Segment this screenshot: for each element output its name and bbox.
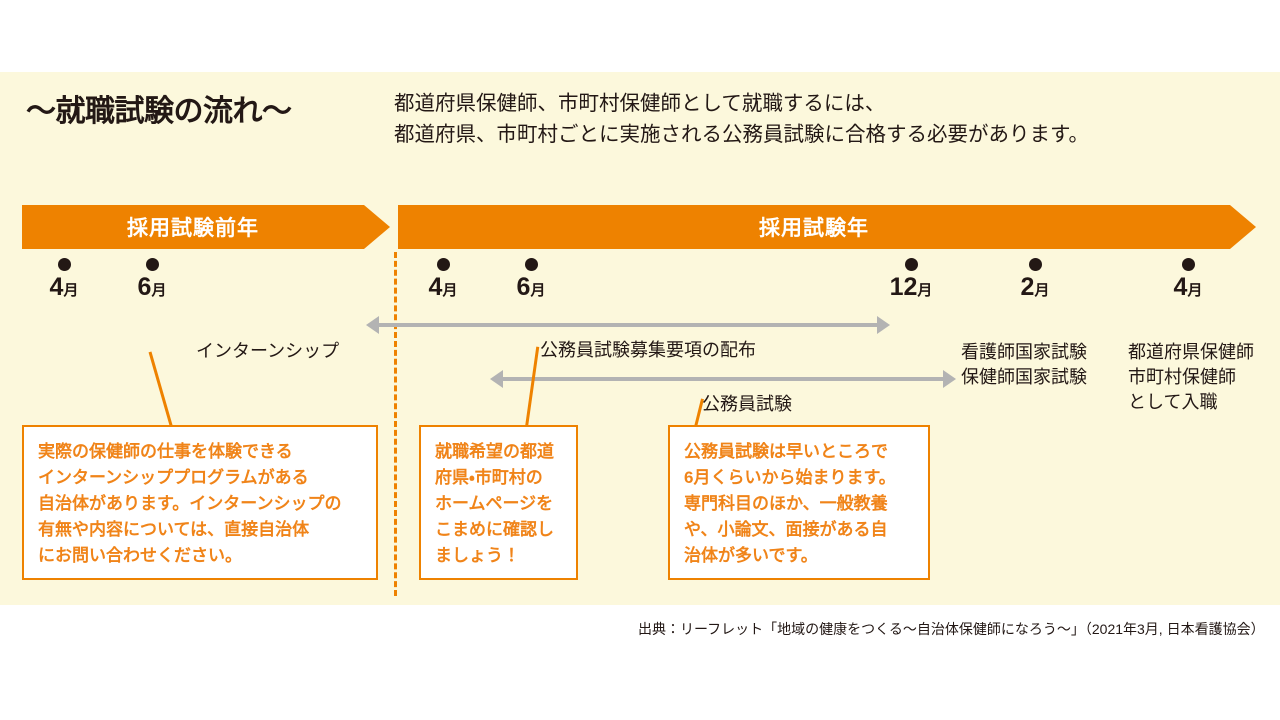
- month-suffix: 月: [151, 282, 167, 299]
- source-citation: 出典：リーフレット「地域の健康をつくる〜自治体保健師になろう〜」（2021年3月…: [638, 621, 1265, 637]
- month-dot-icon: [436, 258, 450, 271]
- month-label: 2月: [1003, 275, 1067, 300]
- page-title: 〜就職試験の流れ〜: [26, 95, 292, 128]
- month-tick-3: 6月: [499, 258, 563, 300]
- callout-line-2: 6月くらいから始まります。: [684, 468, 896, 487]
- year-divider-dashed-line: [394, 252, 397, 596]
- callout-line-1: 実際の保健師の仕事を体験できる: [38, 442, 293, 461]
- month-tick-6: 4月: [1156, 258, 1220, 300]
- month-dot-icon: [57, 258, 71, 271]
- arrow-shaft: [501, 377, 945, 381]
- month-label: 12月: [879, 275, 943, 300]
- callout-line-3: 自治体があります。インターンシップの: [38, 494, 342, 513]
- note-line-1: 都道府県保健師: [1128, 342, 1254, 362]
- month-suffix: 月: [1034, 282, 1050, 299]
- month-label: 4月: [1156, 275, 1220, 300]
- month-dot-icon: [904, 258, 918, 271]
- callout-check-homepage: 就職希望の都道 府県・市町村の ホームページを こまめに確認し ましょう！: [419, 425, 578, 580]
- arrow-shaft: [377, 323, 879, 327]
- range-label-civil-service-exam: 公務員試験: [702, 394, 792, 414]
- callout-line-1: 公務員試験は早いところで: [684, 442, 888, 461]
- month-suffix: 月: [1187, 282, 1203, 299]
- month-dot-icon: [145, 258, 159, 271]
- range-arrow-civil-service-exam: [490, 368, 956, 390]
- month-number: 6: [137, 273, 152, 301]
- callout-line-2: インターンシッププログラムがある: [38, 468, 309, 487]
- phase-bar-label: 採用試験前年: [127, 217, 259, 240]
- month-number: 4: [1173, 273, 1188, 301]
- month-tick-1: 6月: [120, 258, 184, 300]
- month-suffix: 月: [917, 282, 933, 299]
- month-suffix: 月: [63, 282, 79, 299]
- callout-line-5: 治体が多いです。: [684, 546, 818, 565]
- month-number: 2: [1020, 273, 1035, 301]
- month-tick-2: 4月: [411, 258, 475, 300]
- arrow-head-right-icon: [877, 316, 890, 334]
- callout-line-1: 就職希望の都道: [435, 442, 554, 461]
- month-tick-4: 12月: [879, 258, 943, 300]
- callout-internship: 実際の保健師の仕事を体験できる インターンシッププログラムがある 自治体がありま…: [22, 425, 378, 580]
- header-description-line-2: 都道府県、市町村ごとに実施される公務員試験に合格する必要があります。: [394, 123, 1089, 146]
- month-label: 6月: [499, 275, 563, 300]
- note-line-2: 保健師国家試験: [961, 367, 1087, 387]
- month-suffix: 月: [530, 282, 546, 299]
- range-label-application-distribution: 公務員試験募集要項の配布: [540, 340, 756, 360]
- arrow-head-left-icon: [366, 316, 379, 334]
- month-dot-icon: [1181, 258, 1195, 271]
- month-dot-icon: [1028, 258, 1042, 271]
- callout-line-5: にお問い合わせください。: [38, 546, 242, 565]
- month-suffix: 月: [442, 282, 458, 299]
- phase-bar-pre-exam-year: 採用試験前年: [22, 205, 390, 249]
- callout-line-4: 有無や内容については、直接自治体: [38, 520, 310, 539]
- note-line-2: 市町村保健師: [1128, 367, 1236, 387]
- month-label: 4月: [32, 275, 96, 300]
- month-number: 4: [428, 273, 443, 301]
- note-line-1: 看護師国家試験: [961, 342, 1087, 362]
- range-arrow-application-distribution: [366, 314, 890, 336]
- callout-line-3: ホームページを: [435, 494, 554, 513]
- header-description-line-1: 都道府県保健師、市町村保健師として就職するには、: [394, 92, 886, 115]
- month-tick-0: 4月: [32, 258, 96, 300]
- arrow-head-right-icon: [943, 370, 956, 388]
- callout-line-5: ましょう！: [435, 546, 520, 565]
- note-label-national-exams: 看護師国家試験 保健師国家試験: [961, 340, 1087, 390]
- phase-bar-exam-year: 採用試験年: [398, 205, 1256, 249]
- phase-bar-label: 採用試験年: [759, 217, 869, 240]
- callout-line-3: 専門科目のほか、一般教養: [684, 494, 888, 513]
- month-number: 6: [516, 273, 531, 301]
- month-tick-5: 2月: [1003, 258, 1067, 300]
- month-number: 4: [49, 273, 64, 301]
- callout-line-2: 府県・市町村の: [435, 468, 543, 487]
- month-dot-icon: [524, 258, 538, 271]
- callout-exam-timing: 公務員試験は早いところで 6月くらいから始まります。 専門科目のほか、一般教養 …: [668, 425, 930, 580]
- note-label-internship: インターンシップ: [196, 341, 340, 361]
- month-label: 6月: [120, 275, 184, 300]
- month-label: 4月: [411, 275, 475, 300]
- month-number: 12: [889, 273, 918, 301]
- note-line-3: として入職: [1128, 392, 1218, 412]
- callout-line-4: こまめに確認し: [435, 520, 554, 539]
- callout-line-4: や、小論文、面接がある自: [684, 520, 888, 539]
- note-label-employment-start: 都道府県保健師 市町村保健師 として入職: [1128, 340, 1254, 415]
- header-description: 都道府県保健師、市町村保健師として就職するには、 都道府県、市町村ごとに実施され…: [394, 88, 1089, 150]
- arrow-head-left-icon: [490, 370, 503, 388]
